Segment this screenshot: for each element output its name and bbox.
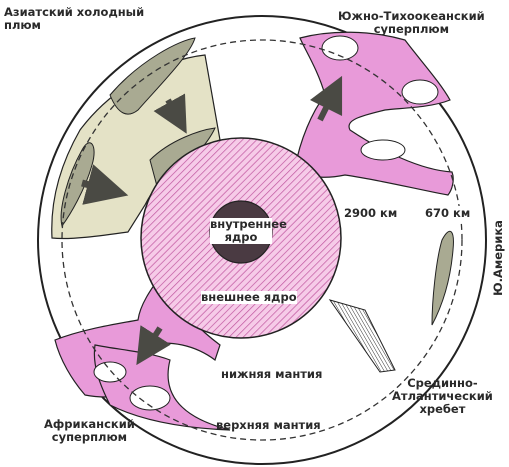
flow-arrow-cold-in <box>81 164 129 205</box>
label-lower-mantle: нижняя мантия <box>221 367 323 381</box>
asian-cold-slab-left <box>60 142 95 228</box>
label-mid-atlantic-ridge: Срединно- Атлантический хребет <box>392 376 493 416</box>
label-inner-core: внутреннее ядро <box>210 217 287 244</box>
plume-inclusion <box>93 361 127 383</box>
label-upper-mantle: верхняя мантия <box>216 418 321 432</box>
plume-inclusion <box>401 79 439 105</box>
label-south-pacific-superplume: Южно-Тихоокеанский суперплюм <box>338 9 485 36</box>
boundary-670km <box>61 39 463 441</box>
label-depth-670km: 670 км <box>423 206 473 221</box>
flow-arrow-pacific-up <box>309 75 343 122</box>
plume-inclusion <box>321 35 359 61</box>
label-asian-cold-plume: Азиатский холодный плюм <box>4 5 145 32</box>
asian-cold-slab-upper <box>109 37 196 115</box>
south-america-slab <box>431 230 454 326</box>
flow-arrow-cold-down <box>153 93 187 134</box>
plume-inclusion <box>129 385 171 411</box>
label-south-america: Ю.Америка <box>491 220 505 296</box>
label-african-superplume: Африканский суперплюм <box>44 417 135 444</box>
plume-inclusion <box>360 139 406 161</box>
mid-atlantic-ridge-wedge <box>328 299 396 373</box>
flow-arrow-africa-down <box>136 325 171 366</box>
label-outer-core: внешнее ядро <box>201 290 297 304</box>
label-depth-2900km: 2900 км <box>342 206 400 221</box>
